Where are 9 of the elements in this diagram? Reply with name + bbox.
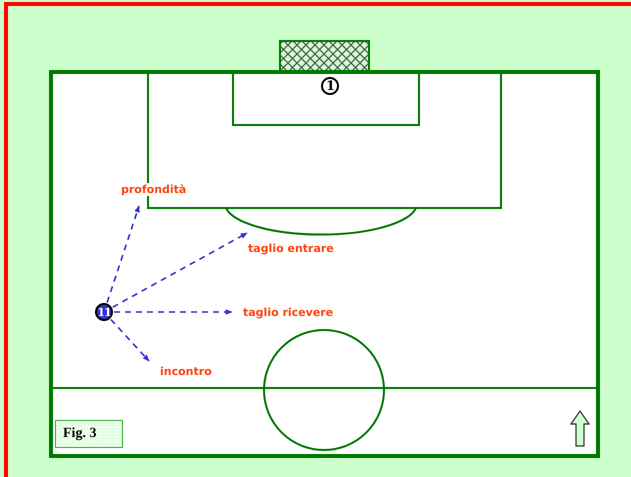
dashed-arrow: [110, 318, 150, 362]
edge-label: incontro: [159, 365, 213, 378]
edge-label: taglio ricevere: [242, 306, 334, 319]
dashed-arrow: [106, 205, 140, 303]
edge-label: taglio entrare: [247, 242, 335, 255]
figure-label: Fig. 3: [55, 420, 123, 448]
dashed-arrow: [114, 309, 233, 315]
edge-label: profondità: [120, 183, 188, 196]
dashed-arrow: [112, 232, 248, 308]
